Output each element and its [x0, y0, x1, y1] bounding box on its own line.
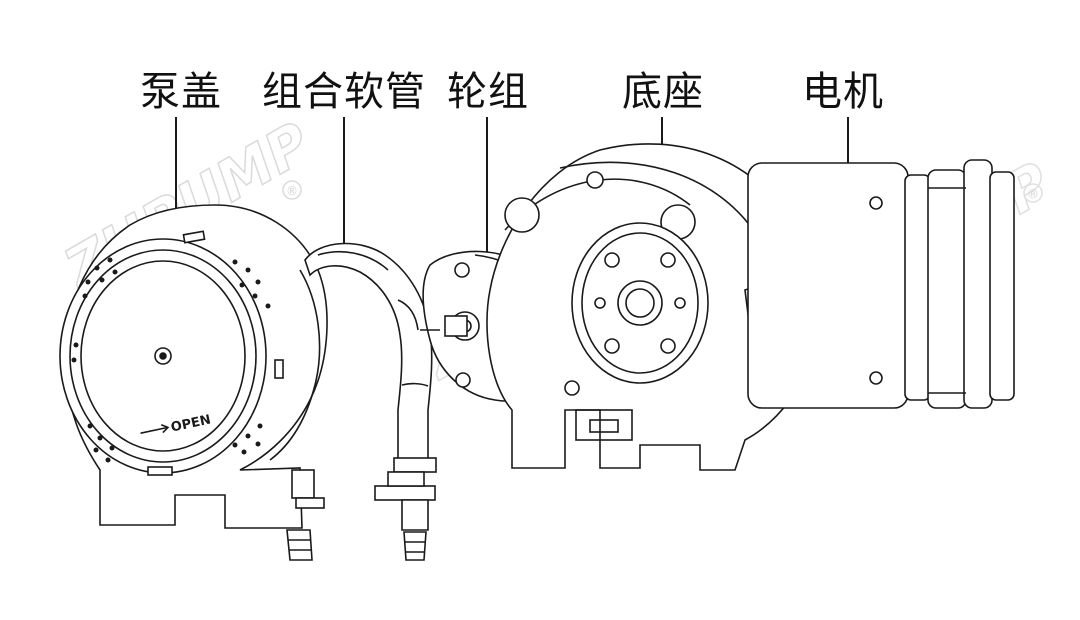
motor	[747, 159, 1015, 409]
registered-mark: ®	[1027, 187, 1039, 201]
cover-vent-holes	[71, 257, 271, 463]
label-base: 底座	[622, 69, 704, 115]
combined-tube	[304, 242, 437, 561]
pump-cover: OPEN	[59, 204, 328, 561]
label-pump-cover: 泵盖	[140, 69, 222, 115]
label-combined-tube: 组合软管	[262, 69, 426, 115]
registered-mark: ®	[286, 184, 298, 198]
label-roller-group: 轮组	[447, 69, 529, 115]
label-motor: 电机	[802, 69, 884, 115]
pump-base	[486, 143, 813, 471]
